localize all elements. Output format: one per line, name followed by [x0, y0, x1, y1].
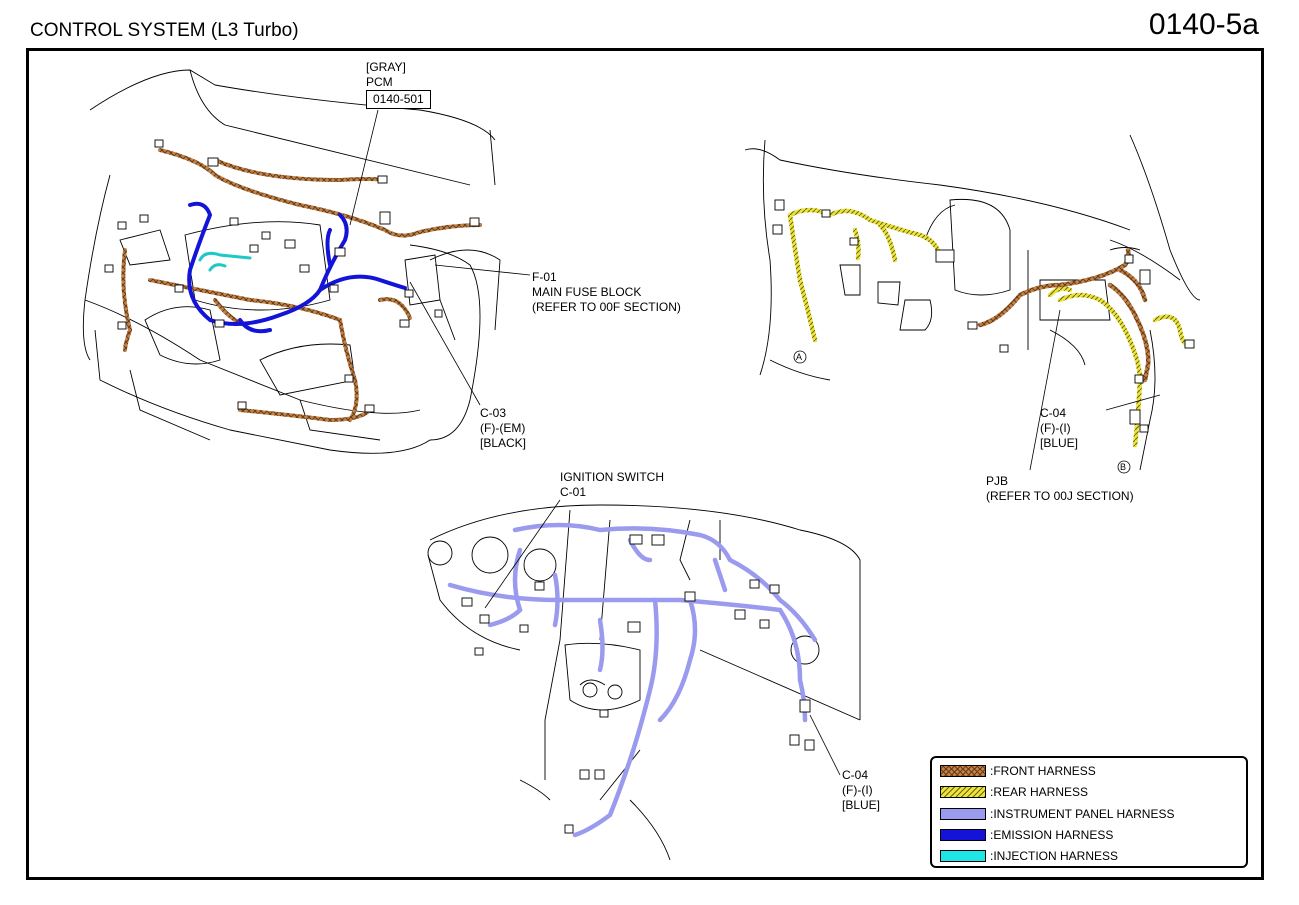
page-number: 0140-5a — [1148, 8, 1259, 41]
ign-name: IGNITION SWITCH — [560, 470, 664, 484]
pcm-label: [GRAY] PCM 0140-501 — [366, 60, 431, 109]
engine-connectors — [104, 139, 480, 413]
legend-item-instrument-panel: :INSTRUMENT PANEL HARNESS — [940, 806, 1174, 822]
emission-harness-swatch — [940, 829, 986, 841]
legend-label: :INSTRUMENT PANEL HARNESS — [990, 807, 1175, 821]
legend-item-injection: :INJECTION HARNESS — [940, 848, 1118, 864]
c03-color: [BLACK] — [480, 436, 527, 450]
cabin-connectors — [772, 199, 1195, 433]
legend-label: :REAR HARNESS — [990, 785, 1089, 799]
pcm-ref-box[interactable]: 0140-501 — [366, 90, 431, 109]
instrument-panel-harness-swatch — [940, 808, 986, 820]
c04-bottom-label: C-04 (F)-(I) [BLUE] — [842, 768, 880, 813]
front-harness-swatch — [940, 765, 986, 777]
legend-item-rear: :REAR HARNESS — [940, 784, 1088, 800]
cabin-right-view — [744, 134, 1201, 471]
injection-harness — [198, 251, 252, 272]
legend-item-front: :FRONT HARNESS — [940, 763, 1096, 779]
f01-ref: (REFER TO 00F SECTION) — [532, 300, 681, 314]
injection-harness-swatch — [940, 850, 986, 862]
page-title: CONTROL SYSTEM (L3 Turbo) — [30, 20, 299, 41]
emission-harness — [187, 201, 407, 334]
pcm-name: PCM — [366, 75, 393, 89]
engine-leaders — [349, 109, 531, 406]
legend-label: :FRONT HARNESS — [990, 764, 1096, 778]
ip-connectors — [461, 534, 815, 834]
c03-type: (F)-(EM) — [480, 421, 526, 435]
f01-label: F-01 MAIN FUSE BLOCK (REFER TO 00F SECTI… — [532, 270, 681, 315]
rear-harness-swatch — [940, 786, 986, 798]
pjb-label: PJB (REFER TO 00J SECTION) — [986, 474, 1134, 504]
pjb-name: PJB — [986, 474, 1009, 488]
c04-right-color: [BLUE] — [1040, 436, 1079, 450]
legend-label: :EMISSION HARNESS — [990, 828, 1114, 842]
pcm-color: [GRAY] — [366, 60, 406, 74]
f01-name: MAIN FUSE BLOCK — [532, 285, 642, 299]
cabin-leaders — [793, 309, 1161, 474]
c04-bottom-id: C-04 — [842, 768, 869, 782]
f01-id: F-01 — [532, 270, 557, 284]
front-harness-cabin — [977, 247, 1151, 383]
ign-id: C-01 — [560, 485, 587, 499]
marker-b: B — [1120, 462, 1127, 472]
ip-leaders — [484, 499, 841, 776]
harness-legend: :FRONT HARNESS :REAR HARNESS :INSTRUMENT… — [930, 756, 1248, 868]
pjb-ref: (REFER TO 00J SECTION) — [986, 489, 1134, 503]
c04-bottom-color: [BLUE] — [842, 798, 881, 812]
rear-harness — [787, 207, 1193, 448]
legend-item-emission: :EMISSION HARNESS — [940, 827, 1113, 843]
diagram-frame — [26, 48, 1264, 880]
engine-bay-view — [82, 69, 501, 454]
ignition-switch-label: IGNITION SWITCH C-01 — [560, 470, 664, 500]
c03-id: C-03 — [480, 406, 507, 420]
c04-right-id: C-04 — [1040, 406, 1067, 420]
instrument-panel-harness — [447, 522, 818, 838]
c04-bottom-type: (F)-(I) — [842, 783, 873, 797]
c04-right-type: (F)-(I) — [1040, 421, 1071, 435]
marker-a: A — [796, 352, 803, 362]
legend-label: :INJECTION HARNESS — [990, 849, 1119, 863]
c04-right-label: C-04 (F)-(I) [BLUE] — [1040, 406, 1078, 451]
c03-label: C-03 (F)-(EM) [BLACK] — [480, 406, 526, 451]
